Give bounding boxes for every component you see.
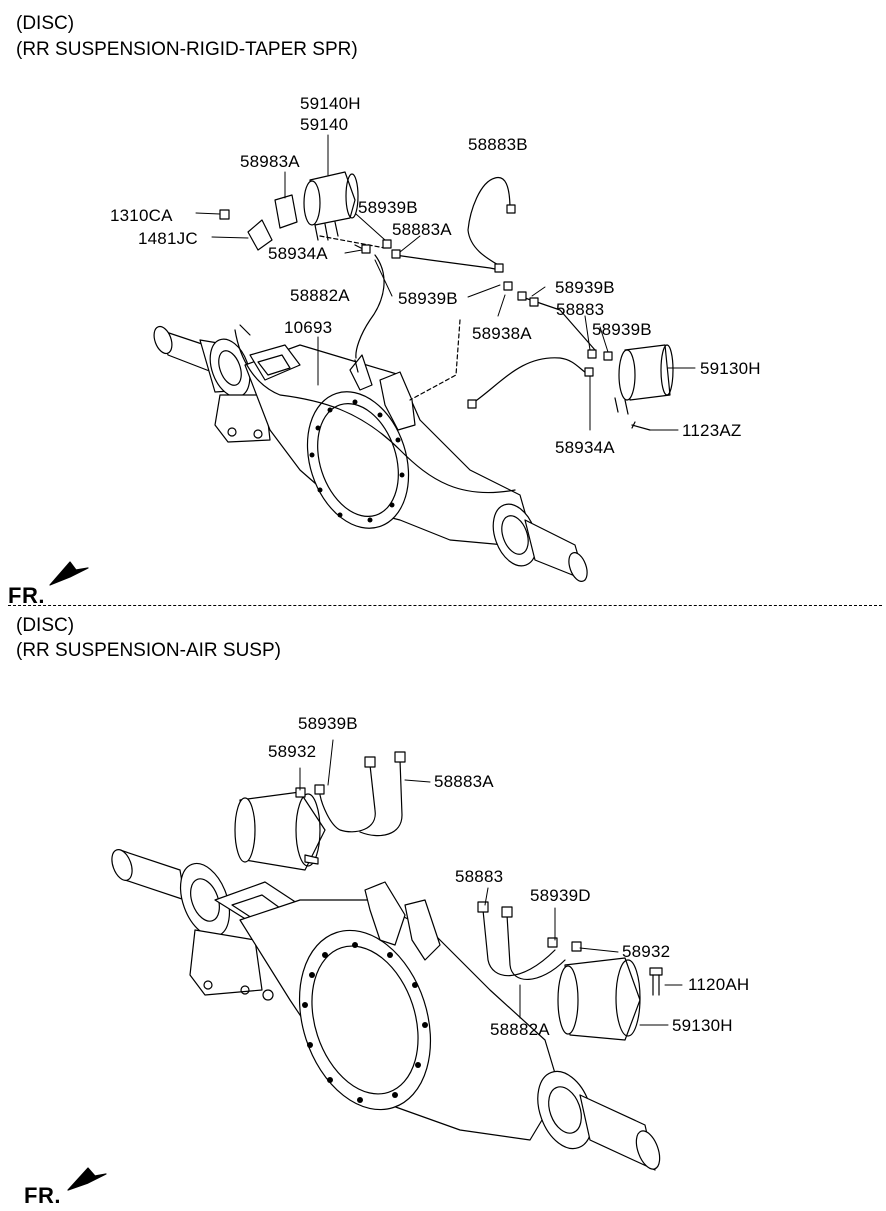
callout-58939b-3: 58939B xyxy=(398,289,458,308)
top-leader-lines xyxy=(195,134,696,431)
top-axle-housing xyxy=(153,324,588,582)
bottom-brake-chamber-right xyxy=(557,957,641,1041)
top-fr-label: FR. xyxy=(8,583,45,608)
top-clip-1481jc xyxy=(247,219,273,251)
callout-58934a-2: 58934A xyxy=(555,438,615,457)
callout-58883a-b: 58883A xyxy=(434,772,494,791)
callout-10693: 10693 xyxy=(284,318,333,337)
top-brake-chamber-left xyxy=(303,171,359,241)
callout-58983a: 58983A xyxy=(240,152,300,171)
callout-59140h: 59140H xyxy=(300,94,361,113)
callout-59140: 59140 xyxy=(300,115,349,134)
callout-58932-b1: 58932 xyxy=(268,742,317,761)
callout-58938a: 58938A xyxy=(472,324,532,343)
callout-58939b-1: 58939B xyxy=(358,198,418,217)
bottom-leader-lines xyxy=(299,739,683,1026)
callout-59130h-b: 59130H xyxy=(672,1016,733,1035)
top-fr-arrow xyxy=(49,561,89,586)
top-title-line2: (RR SUSPENSION-RIGID-TAPER SPR) xyxy=(16,39,358,60)
top-nut-1310ca xyxy=(219,209,230,220)
callout-1310ca: 1310CA xyxy=(110,206,173,225)
callout-58883b: 58883B xyxy=(468,135,528,154)
section-divider xyxy=(8,605,882,606)
callout-58883: 58883 xyxy=(556,300,605,319)
bottom-axle-housing xyxy=(111,849,661,1171)
callout-1123az: 1123AZ xyxy=(682,421,742,440)
callout-1120ah: 1120AH xyxy=(688,975,750,994)
top-bolt-1123az xyxy=(631,421,651,431)
top-bracket-58983a xyxy=(274,194,298,229)
top-fittings xyxy=(361,204,613,409)
bottom-brake-chamber-left xyxy=(234,791,326,871)
callout-59130h-top: 59130H xyxy=(700,359,761,378)
callout-58934a-1: 58934A xyxy=(268,244,328,263)
callout-58883-b: 58883 xyxy=(455,867,504,886)
callout-58932-b2: 58932 xyxy=(622,942,671,961)
callout-58939d: 58939D xyxy=(530,886,591,905)
top-title-line1: (DISC) xyxy=(16,13,75,34)
bottom-title-line2: (RR SUSPENSION-AIR SUSP) xyxy=(16,640,281,661)
callout-58883a: 58883A xyxy=(392,220,452,239)
callout-58939b-4: 58939B xyxy=(592,320,652,339)
bottom-bolt-1120ah xyxy=(649,967,663,996)
bottom-hoses-right xyxy=(477,901,582,980)
callout-58882a-b: 58882A xyxy=(490,1020,550,1039)
callout-1481jc: 1481JC xyxy=(138,229,198,248)
top-brake-chamber-right xyxy=(614,344,674,415)
callout-58939b-2: 58939B xyxy=(555,278,615,297)
bottom-fr-label: FR. xyxy=(24,1183,61,1208)
bottom-fr-arrow xyxy=(67,1167,107,1191)
callout-58882a: 58882A xyxy=(290,286,350,305)
bottom-title-line1: (DISC) xyxy=(16,615,75,636)
bottom-hoses-left xyxy=(295,751,406,837)
callout-58939b-b: 58939B xyxy=(298,714,358,733)
